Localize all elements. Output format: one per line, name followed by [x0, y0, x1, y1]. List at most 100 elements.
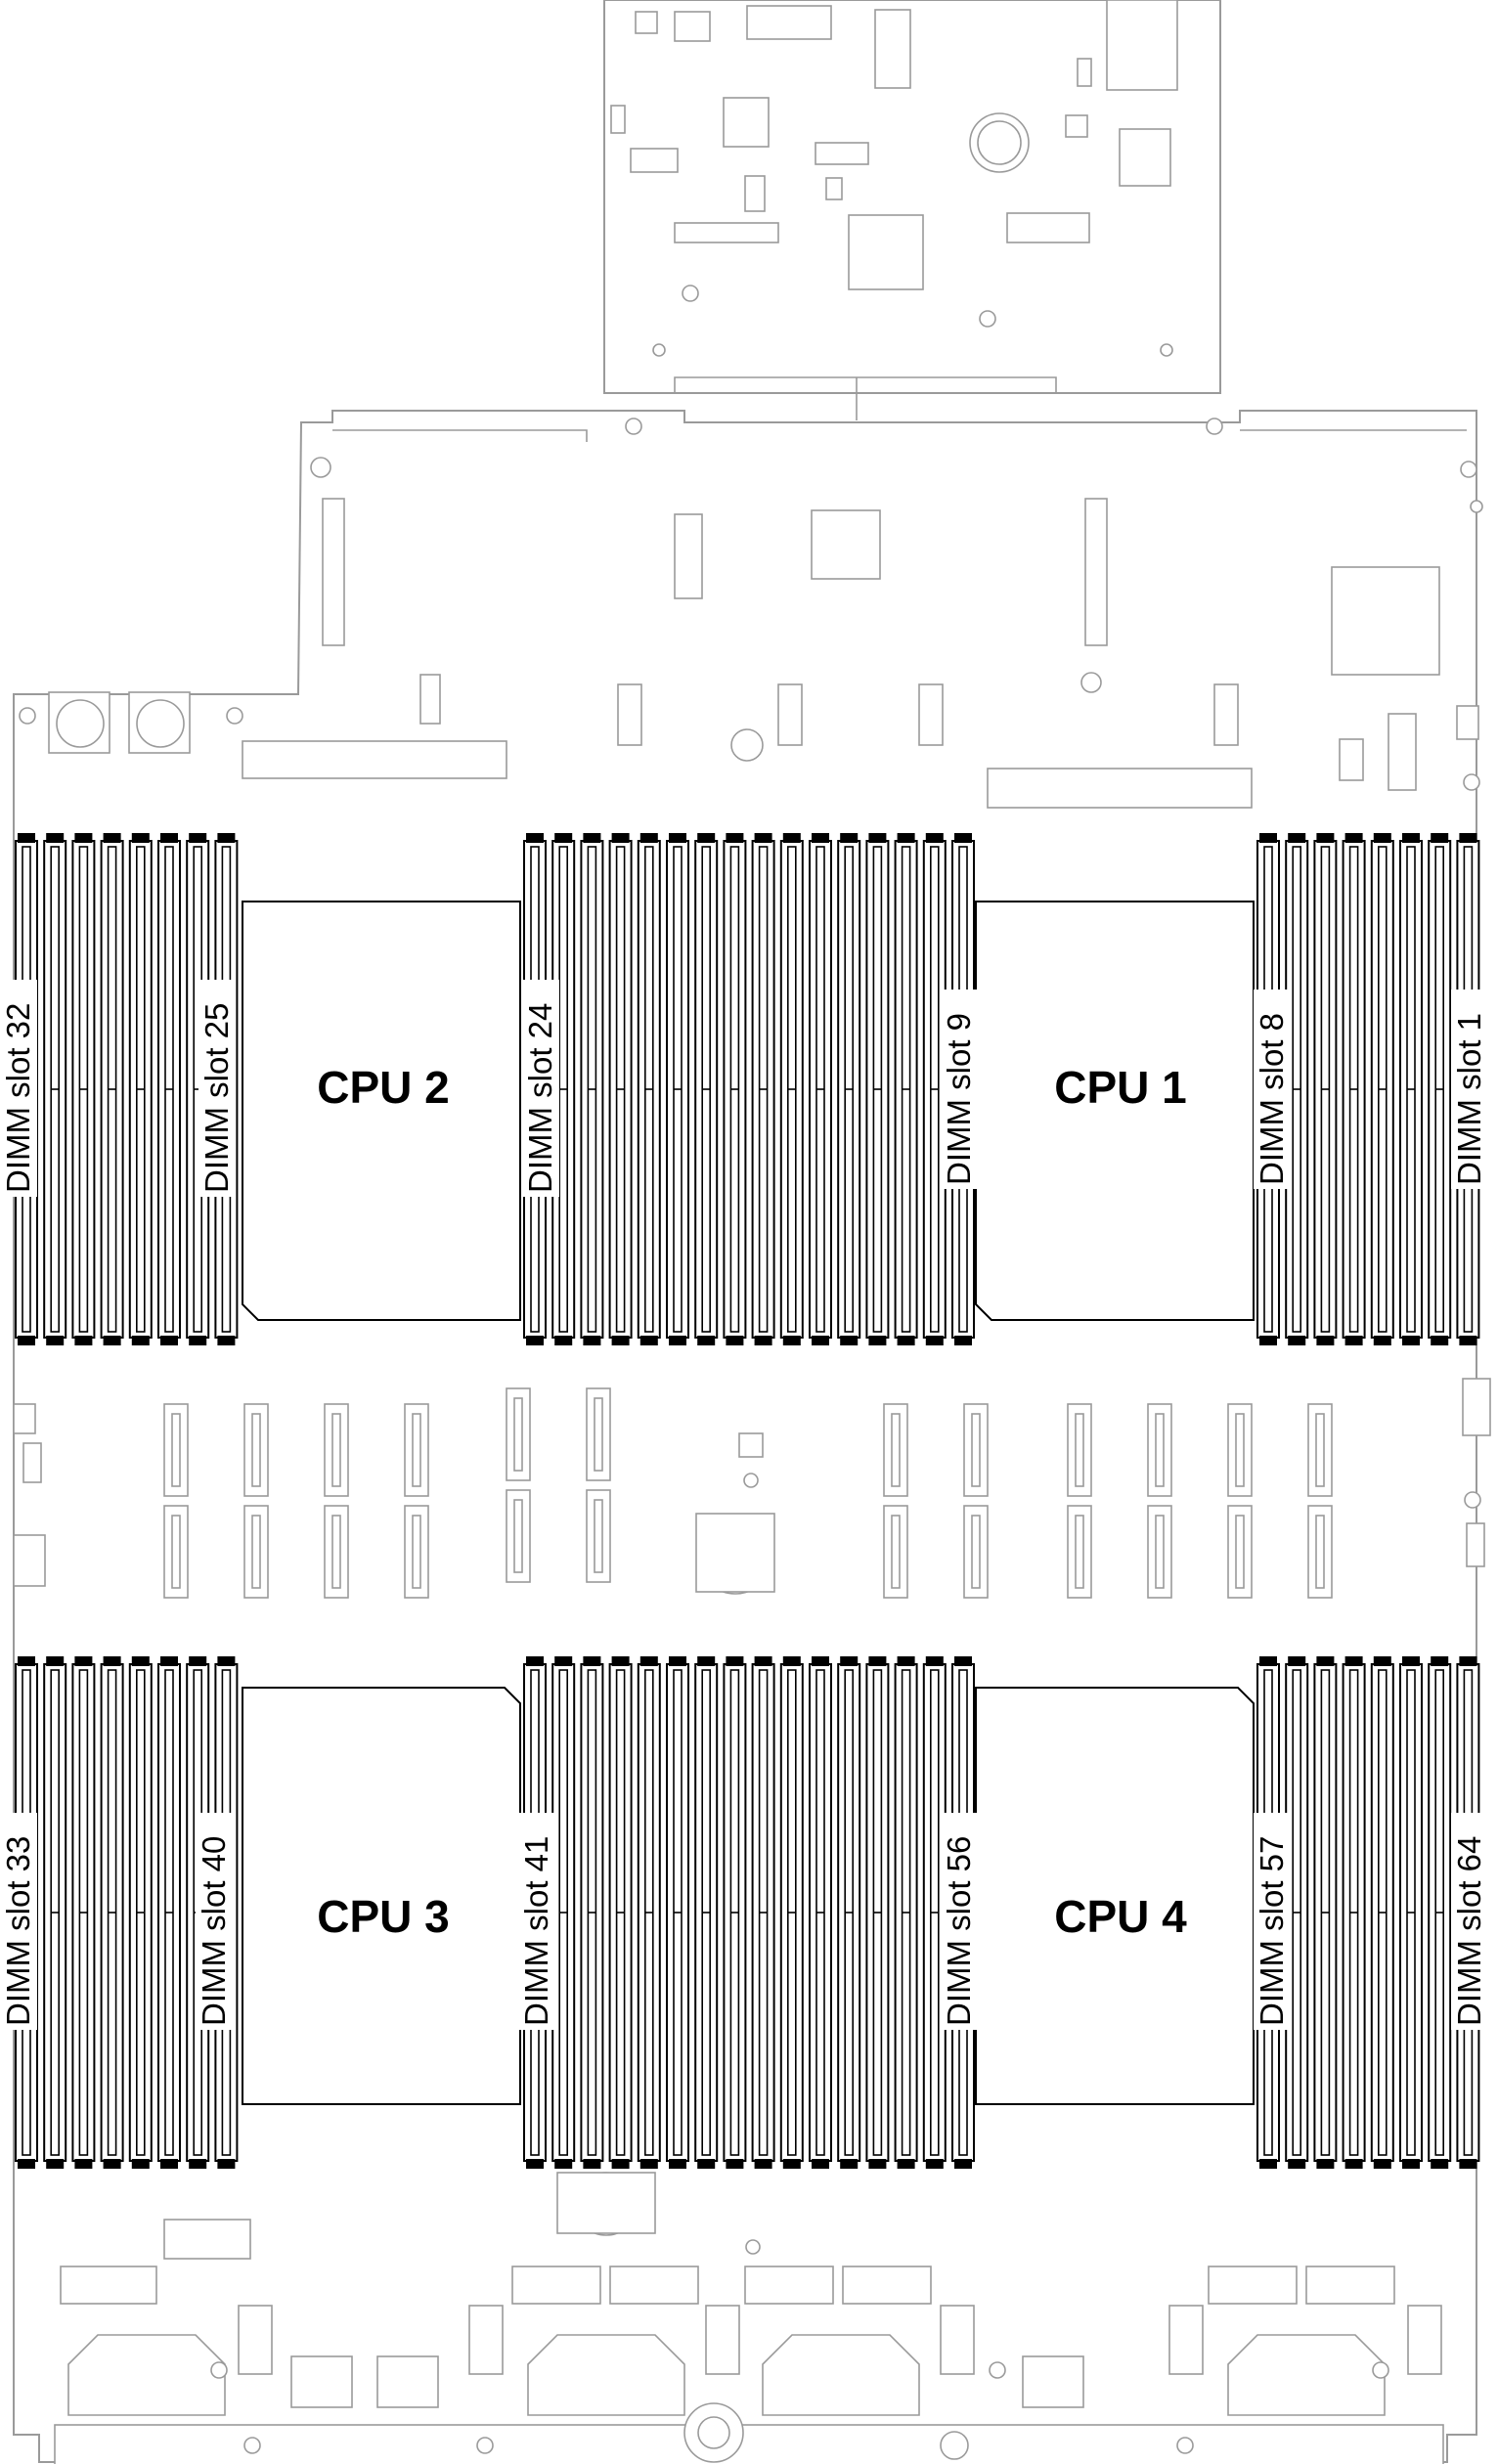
dimm-latch-bottom[interactable]	[812, 1336, 829, 1345]
dimm-latch-top[interactable]	[925, 833, 944, 843]
dimm-latch-top[interactable]	[103, 1656, 121, 1666]
dimm-slot[interactable]	[922, 833, 947, 1345]
dimm-latch-bottom[interactable]	[697, 2159, 716, 2169]
dimm-latch-bottom[interactable]	[1316, 2159, 1335, 2169]
dimm-latch-bottom[interactable]	[103, 1336, 121, 1345]
dimm-latch-top[interactable]	[754, 833, 772, 843]
dimm-slot[interactable]	[1313, 833, 1338, 1345]
dimm-latch-top[interactable]	[1259, 1656, 1277, 1666]
dimm-latch-bottom[interactable]	[726, 1336, 744, 1345]
dimm-latch-bottom[interactable]	[1459, 1336, 1477, 1345]
dimm-slot[interactable]	[1313, 1656, 1338, 2169]
dimm-slot[interactable]	[128, 1656, 153, 2169]
dimm-latch-top[interactable]	[526, 833, 544, 843]
dimm-latch-bottom[interactable]	[1344, 1336, 1363, 1345]
dimm-latch-bottom[interactable]	[639, 1336, 658, 1345]
dimm-latch-bottom[interactable]	[639, 2159, 658, 2169]
dimm-latch-top[interactable]	[697, 833, 716, 843]
dimm-latch-top[interactable]	[1288, 1656, 1306, 1666]
dimm-latch-top[interactable]	[217, 833, 236, 843]
dimm-slot[interactable]	[865, 1656, 890, 2169]
dimm-latch-top[interactable]	[189, 1656, 207, 1666]
dimm-latch-bottom[interactable]	[526, 2159, 544, 2169]
dimm-slot[interactable]	[608, 1656, 633, 2169]
dimm-slot[interactable]	[837, 833, 861, 1345]
dimm-slot[interactable]	[551, 1656, 576, 2169]
dimm-latch-bottom[interactable]	[18, 2159, 35, 2169]
dimm-latch-bottom[interactable]	[897, 2159, 915, 2169]
dimm-slot[interactable]	[637, 833, 661, 1345]
dimm-latch-bottom[interactable]	[583, 2159, 601, 2169]
dimm-slot[interactable]	[751, 1656, 775, 2169]
dimm-slot[interactable]	[100, 833, 124, 1345]
dimm-latch-top[interactable]	[18, 1656, 35, 1666]
dimm-latch-bottom[interactable]	[1288, 2159, 1306, 2169]
dimm-latch-bottom[interactable]	[611, 2159, 630, 2169]
dimm-slot[interactable]	[865, 833, 890, 1345]
dimm-latch-top[interactable]	[726, 833, 744, 843]
dimm-latch-top[interactable]	[812, 1656, 829, 1666]
dimm-latch-bottom[interactable]	[189, 1336, 207, 1345]
dimm-latch-top[interactable]	[954, 833, 972, 843]
dimm-latch-bottom[interactable]	[46, 1336, 65, 1345]
dimm-latch-bottom[interactable]	[583, 1336, 601, 1345]
dimm-latch-top[interactable]	[954, 1656, 972, 1666]
dimm-latch-top[interactable]	[1459, 1656, 1477, 1666]
dimm-latch-top[interactable]	[1316, 833, 1335, 843]
dimm-latch-top[interactable]	[611, 833, 630, 843]
dimm-latch-bottom[interactable]	[1431, 2159, 1449, 2169]
dimm-latch-bottom[interactable]	[925, 1336, 944, 1345]
dimm-latch-bottom[interactable]	[840, 2159, 859, 2169]
dimm-slot[interactable]	[71, 833, 96, 1345]
dimm-latch-bottom[interactable]	[669, 2159, 686, 2169]
dimm-latch-bottom[interactable]	[217, 2159, 236, 2169]
dimm-latch-top[interactable]	[1373, 833, 1391, 843]
dimm-latch-top[interactable]	[1459, 833, 1477, 843]
dimm-latch-top[interactable]	[812, 833, 829, 843]
dimm-latch-top[interactable]	[782, 833, 801, 843]
dimm-latch-bottom[interactable]	[1431, 1336, 1449, 1345]
dimm-latch-bottom[interactable]	[868, 2159, 887, 2169]
dimm-latch-bottom[interactable]	[954, 1336, 972, 1345]
dimm-latch-bottom[interactable]	[754, 1336, 772, 1345]
dimm-latch-top[interactable]	[554, 1656, 573, 1666]
dimm-latch-bottom[interactable]	[1402, 1336, 1420, 1345]
dimm-latch-bottom[interactable]	[954, 2159, 972, 2169]
dimm-latch-top[interactable]	[639, 833, 658, 843]
dimm-slot[interactable]	[694, 1656, 719, 2169]
dimm-slot[interactable]	[1428, 833, 1452, 1345]
dimm-latch-bottom[interactable]	[189, 2159, 207, 2169]
dimm-latch-bottom[interactable]	[1373, 1336, 1391, 1345]
dimm-slot[interactable]	[128, 833, 153, 1345]
dimm-slot[interactable]	[1285, 1656, 1309, 2169]
dimm-latch-bottom[interactable]	[554, 2159, 573, 2169]
dimm-slot[interactable]	[809, 833, 832, 1345]
dimm-latch-top[interactable]	[18, 833, 35, 843]
dimm-latch-top[interactable]	[583, 833, 601, 843]
dimm-latch-bottom[interactable]	[160, 2159, 178, 2169]
dimm-latch-top[interactable]	[131, 1656, 150, 1666]
dimm-latch-top[interactable]	[1259, 833, 1277, 843]
dimm-slot[interactable]	[608, 833, 633, 1345]
dimm-latch-top[interactable]	[669, 1656, 686, 1666]
dimm-slot[interactable]	[157, 833, 181, 1345]
dimm-latch-top[interactable]	[74, 833, 93, 843]
dimm-slot[interactable]	[1370, 833, 1394, 1345]
dimm-slot[interactable]	[694, 833, 719, 1345]
dimm-latch-top[interactable]	[697, 1656, 716, 1666]
dimm-latch-bottom[interactable]	[131, 2159, 150, 2169]
dimm-latch-top[interactable]	[754, 1656, 772, 1666]
dimm-latch-top[interactable]	[1344, 833, 1363, 843]
dimm-latch-bottom[interactable]	[669, 1336, 686, 1345]
dimm-slot[interactable]	[637, 1656, 661, 2169]
dimm-latch-top[interactable]	[554, 833, 573, 843]
dimm-latch-bottom[interactable]	[526, 1336, 544, 1345]
dimm-latch-top[interactable]	[1402, 833, 1420, 843]
dimm-slot[interactable]	[1428, 1656, 1452, 2169]
dimm-latch-bottom[interactable]	[840, 1336, 859, 1345]
dimm-latch-bottom[interactable]	[868, 1336, 887, 1345]
dimm-slot[interactable]	[894, 833, 918, 1345]
dimm-latch-top[interactable]	[868, 833, 887, 843]
dimm-latch-top[interactable]	[925, 1656, 944, 1666]
dimm-latch-bottom[interactable]	[697, 1336, 716, 1345]
